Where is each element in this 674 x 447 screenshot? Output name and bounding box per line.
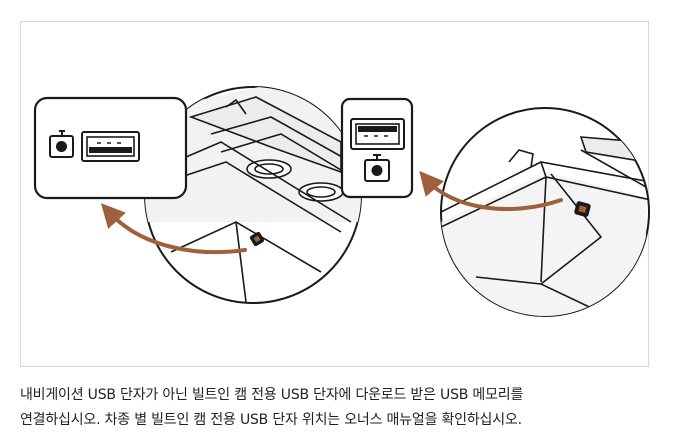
caption-line-1: 내비게이션 USB 단자가 아닌 빌트인 캠 전용 USB 단자에 다운로드 받… xyxy=(20,387,524,403)
right-arrow xyxy=(419,170,563,211)
instruction-caption: 내비게이션 USB 단자가 아닌 빌트인 캠 전용 USB 단자에 다운로드 받… xyxy=(20,383,660,433)
usb-port-icon xyxy=(81,131,140,162)
camera-icon xyxy=(364,154,390,182)
camera-icon xyxy=(49,130,74,158)
usb-location-illustration xyxy=(20,21,650,367)
illustration-svg xyxy=(33,86,650,317)
left-console-detail xyxy=(144,86,362,304)
left-arrow xyxy=(100,203,247,255)
right-console-detail xyxy=(440,107,650,317)
left-port-callout xyxy=(33,96,188,200)
caption-line-2: 연결하십시오. 차종 별 빌트인 캠 전용 USB 단자 위치는 오너스 매뉴얼… xyxy=(20,412,522,428)
usb-port-icon xyxy=(350,118,405,150)
right-port-callout xyxy=(340,97,414,199)
